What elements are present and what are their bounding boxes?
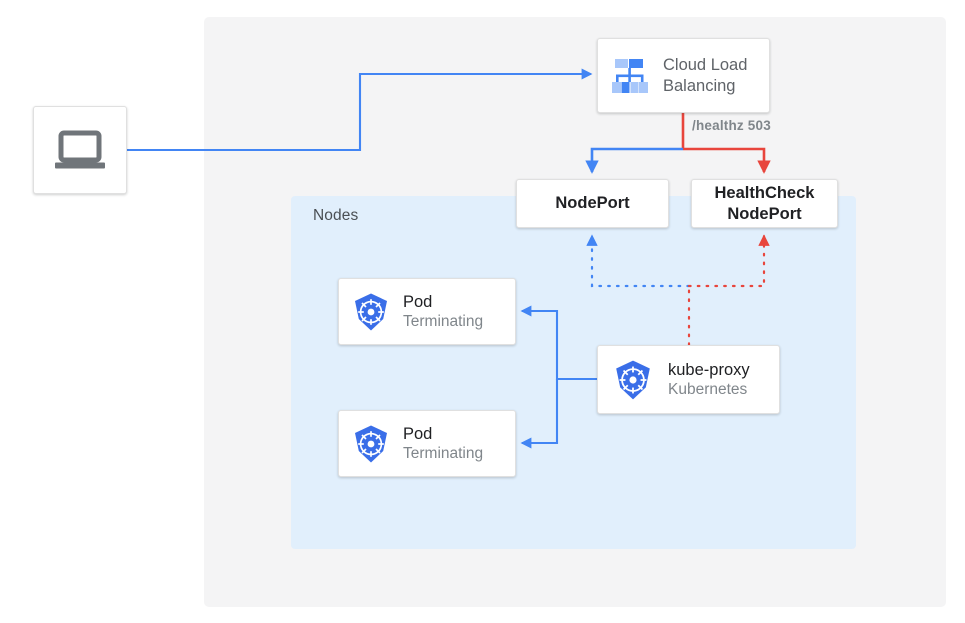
pod-node-2[interactable]: Pod Terminating [338,410,516,477]
kubernetes-icon [616,360,650,399]
kube-proxy-node[interactable]: kube-proxy Kubernetes [597,345,780,414]
kubernetes-icon [355,425,387,462]
healthcheck-nodeport-node[interactable]: HealthCheck NodePort [691,179,838,228]
pod-node-1[interactable]: Pod Terminating [338,278,516,345]
pod-1-title: Pod [403,292,433,311]
healthz-edge-label: /healthz 503 [692,118,771,133]
pod-2-title: Pod [403,424,433,443]
cloud-load-balancing-icon [612,58,648,93]
healthcheck-nodeport-label: HealthCheck NodePort [714,183,815,223]
kube-proxy-title: kube-proxy [668,360,750,379]
pod-1-text: Pod Terminating [403,292,483,332]
pod-1-status: Terminating [403,312,484,330]
kube-proxy-subtitle: Kubernetes [668,380,748,398]
nodeport-label: NodePort [555,194,630,212]
laptop-icon [55,130,105,169]
kube-proxy-text: kube-proxy Kubernetes [668,360,750,400]
cloud-load-balancing-label: Cloud Load Balancing [663,55,748,95]
pod-2-status: Terminating [403,444,484,462]
kubernetes-icon [355,293,387,330]
nodeport-node[interactable]: NodePort [516,179,669,228]
client-node[interactable] [33,106,127,194]
nodes-panel-label: Nodes [313,207,359,224]
cloud-load-balancing-node[interactable]: Cloud Load Balancing [597,38,770,113]
pod-2-text: Pod Terminating [403,424,483,464]
